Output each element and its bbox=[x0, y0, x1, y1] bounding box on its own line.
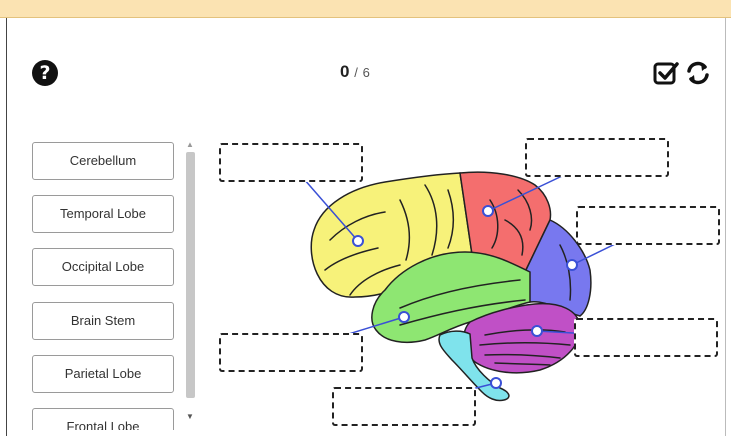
term-brain-stem[interactable]: Brain Stem bbox=[32, 302, 174, 340]
scroll-up-arrow-icon[interactable]: ▲ bbox=[186, 140, 194, 149]
score-display: 0 / 6 bbox=[340, 60, 410, 86]
drop-zone-cerebellum[interactable] bbox=[574, 318, 718, 357]
term-occipital-lobe[interactable]: Occipital Lobe bbox=[32, 248, 174, 286]
drop-zone-frontal[interactable] bbox=[219, 143, 363, 182]
term-list-scrollbar[interactable]: ▲ ▼ bbox=[184, 140, 197, 428]
scroll-down-arrow-icon[interactable]: ▼ bbox=[186, 412, 194, 421]
term-parietal-lobe[interactable]: Parietal Lobe bbox=[32, 355, 174, 393]
top-banner bbox=[0, 0, 731, 18]
score-separator: / bbox=[354, 65, 358, 80]
help-icon[interactable]: ? bbox=[32, 60, 58, 86]
drop-zone-brain-stem[interactable] bbox=[332, 387, 476, 426]
score-total: 6 bbox=[363, 65, 370, 80]
drop-zone-temporal[interactable] bbox=[219, 333, 363, 372]
frame-left-border bbox=[6, 18, 7, 436]
term-bank: Cerebellum Temporal Lobe Occipital Lobe … bbox=[26, 138, 181, 430]
scroll-thumb[interactable] bbox=[186, 152, 195, 398]
reset-icon[interactable] bbox=[684, 58, 712, 88]
term-frontal-lobe[interactable]: Frontal Lobe bbox=[32, 408, 174, 430]
drop-zone-occipital[interactable] bbox=[576, 206, 720, 245]
score-current: 0 bbox=[340, 62, 349, 81]
term-temporal-lobe[interactable]: Temporal Lobe bbox=[32, 195, 174, 233]
check-answers-icon[interactable] bbox=[652, 58, 680, 88]
term-cerebellum[interactable]: Cerebellum bbox=[32, 142, 174, 180]
drop-zone-parietal[interactable] bbox=[525, 138, 669, 177]
